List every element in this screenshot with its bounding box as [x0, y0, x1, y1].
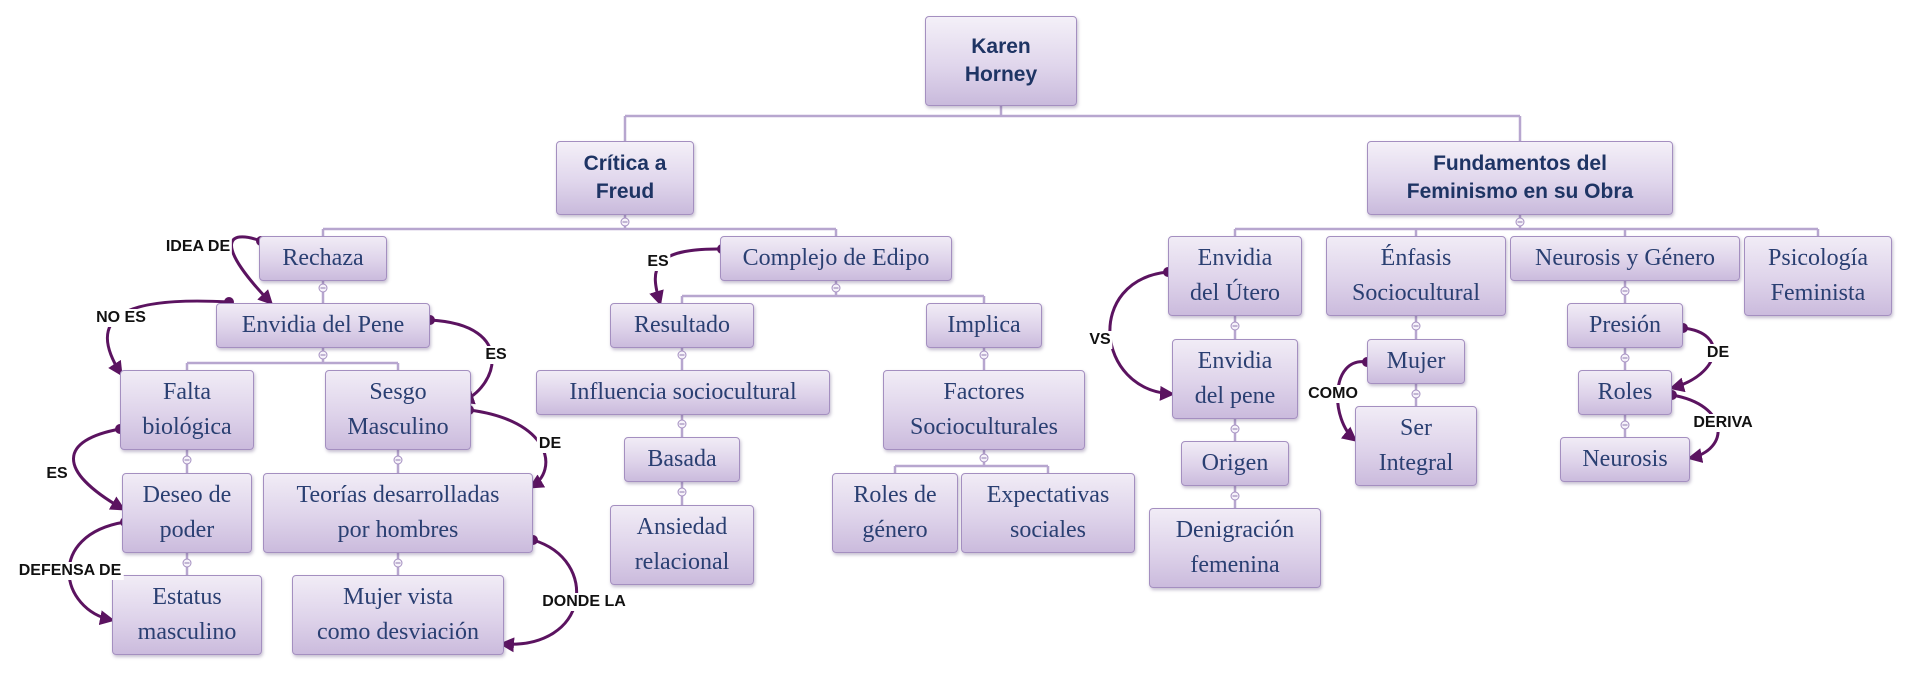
collapse-toggle-icon[interactable] [1411, 321, 1421, 331]
node-denigracion[interactable]: Denigración femenina [1149, 508, 1321, 588]
node-ansiedad[interactable]: Ansiedad relacional [610, 505, 754, 585]
collapse-toggle-icon[interactable] [677, 350, 687, 360]
link-label-deriva: DERIVA [1691, 414, 1755, 432]
collapse-toggle-icon[interactable] [318, 350, 328, 360]
node-estatus-masculino[interactable]: Estatus masculino [112, 575, 262, 655]
collapse-toggle-icon[interactable] [182, 455, 192, 465]
link-label-idea-de: IDEA DE [163, 238, 233, 256]
node-neurosis-genero[interactable]: Neurosis y Género [1510, 236, 1740, 281]
node-influencia[interactable]: Influencia sociocultural [536, 370, 830, 415]
link-label-es-3: ES [645, 253, 671, 271]
node-deseo-poder[interactable]: Deseo de poder [122, 473, 252, 553]
node-neurosis[interactable]: Neurosis [1560, 437, 1690, 482]
collapse-toggle-icon[interactable] [1515, 217, 1525, 227]
link-label-donde-la: DONDE LA [540, 593, 628, 611]
node-basada[interactable]: Basada [624, 437, 740, 482]
node-roles-genero[interactable]: Roles de género [832, 473, 958, 553]
node-origen[interactable]: Origen [1181, 441, 1289, 486]
collapse-toggle-icon[interactable] [979, 453, 989, 463]
node-complejo-edipo[interactable]: Complejo de Edipo [720, 236, 952, 281]
collapse-toggle-icon[interactable] [979, 350, 989, 360]
node-ser-integral[interactable]: Ser Integral [1355, 406, 1477, 486]
node-enfasis[interactable]: Énfasis Sociocultural [1326, 236, 1506, 316]
collapse-toggle-icon[interactable] [1411, 389, 1421, 399]
link-vs [1108, 270, 1175, 401]
collapse-toggle-icon[interactable] [1620, 353, 1630, 363]
collapse-toggle-icon[interactable] [831, 283, 841, 293]
node-roles[interactable]: Roles [1578, 370, 1672, 415]
collapse-toggle-icon[interactable] [1230, 321, 1240, 331]
collapse-toggle-icon[interactable] [677, 487, 687, 497]
node-root[interactable]: Karen Horney [925, 16, 1077, 106]
node-factores[interactable]: Factores Socioculturales [883, 370, 1085, 450]
node-rechaza[interactable]: Rechaza [259, 236, 387, 281]
link-label-defensa-de: DEFENSA DE [16, 562, 124, 580]
node-falta-biologica[interactable]: Falta biológica [120, 370, 254, 450]
collapse-toggle-icon[interactable] [1230, 491, 1240, 501]
node-mujer[interactable]: Mujer [1367, 339, 1465, 384]
collapse-toggle-icon[interactable] [318, 283, 328, 293]
collapse-toggle-icon[interactable] [1620, 286, 1630, 296]
collapse-toggle-icon[interactable] [620, 217, 630, 227]
node-mujer-vista[interactable]: Mujer vista como desviación [292, 575, 504, 655]
link-label-de-2: DE [1704, 344, 1732, 362]
node-teorias[interactable]: Teorías desarrolladas por hombres [263, 473, 533, 553]
link-label-vs: VS [1087, 331, 1113, 349]
link-label-de-1: DE [536, 435, 564, 453]
node-resultado[interactable]: Resultado [610, 303, 754, 348]
collapse-toggle-icon[interactable] [1230, 424, 1240, 434]
collapse-toggle-icon[interactable] [393, 558, 403, 568]
node-implica[interactable]: Implica [926, 303, 1042, 348]
collapse-toggle-icon[interactable] [182, 558, 192, 568]
node-expectativas[interactable]: Expectativas sociales [961, 473, 1135, 553]
collapse-toggle-icon[interactable] [677, 419, 687, 429]
node-sesgo-masculino[interactable]: Sesgo Masculino [325, 370, 471, 450]
node-critica-freud[interactable]: Crítica a Freud [556, 141, 694, 215]
link-es-2 [72, 427, 126, 511]
node-envidia-utero[interactable]: Envidia del Útero [1168, 236, 1302, 316]
node-psicologia-feminista[interactable]: Psicología Feminista [1744, 236, 1892, 316]
node-envidia-pene-2[interactable]: Envidia del pene [1172, 339, 1298, 419]
node-fundamentos[interactable]: Fundamentos del Feminismo en su Obra [1367, 141, 1673, 215]
link-label-no-es: NO ES [94, 309, 148, 327]
collapse-toggle-icon[interactable] [393, 455, 403, 465]
node-envidia-pene[interactable]: Envidia del Pene [216, 303, 430, 348]
node-presion[interactable]: Presión [1567, 303, 1683, 348]
collapse-toggle-icon[interactable] [1620, 420, 1630, 430]
link-label-como: COMO [1306, 385, 1360, 403]
link-label-es-2: ES [44, 465, 70, 483]
link-label-es-1: ES [483, 346, 509, 364]
